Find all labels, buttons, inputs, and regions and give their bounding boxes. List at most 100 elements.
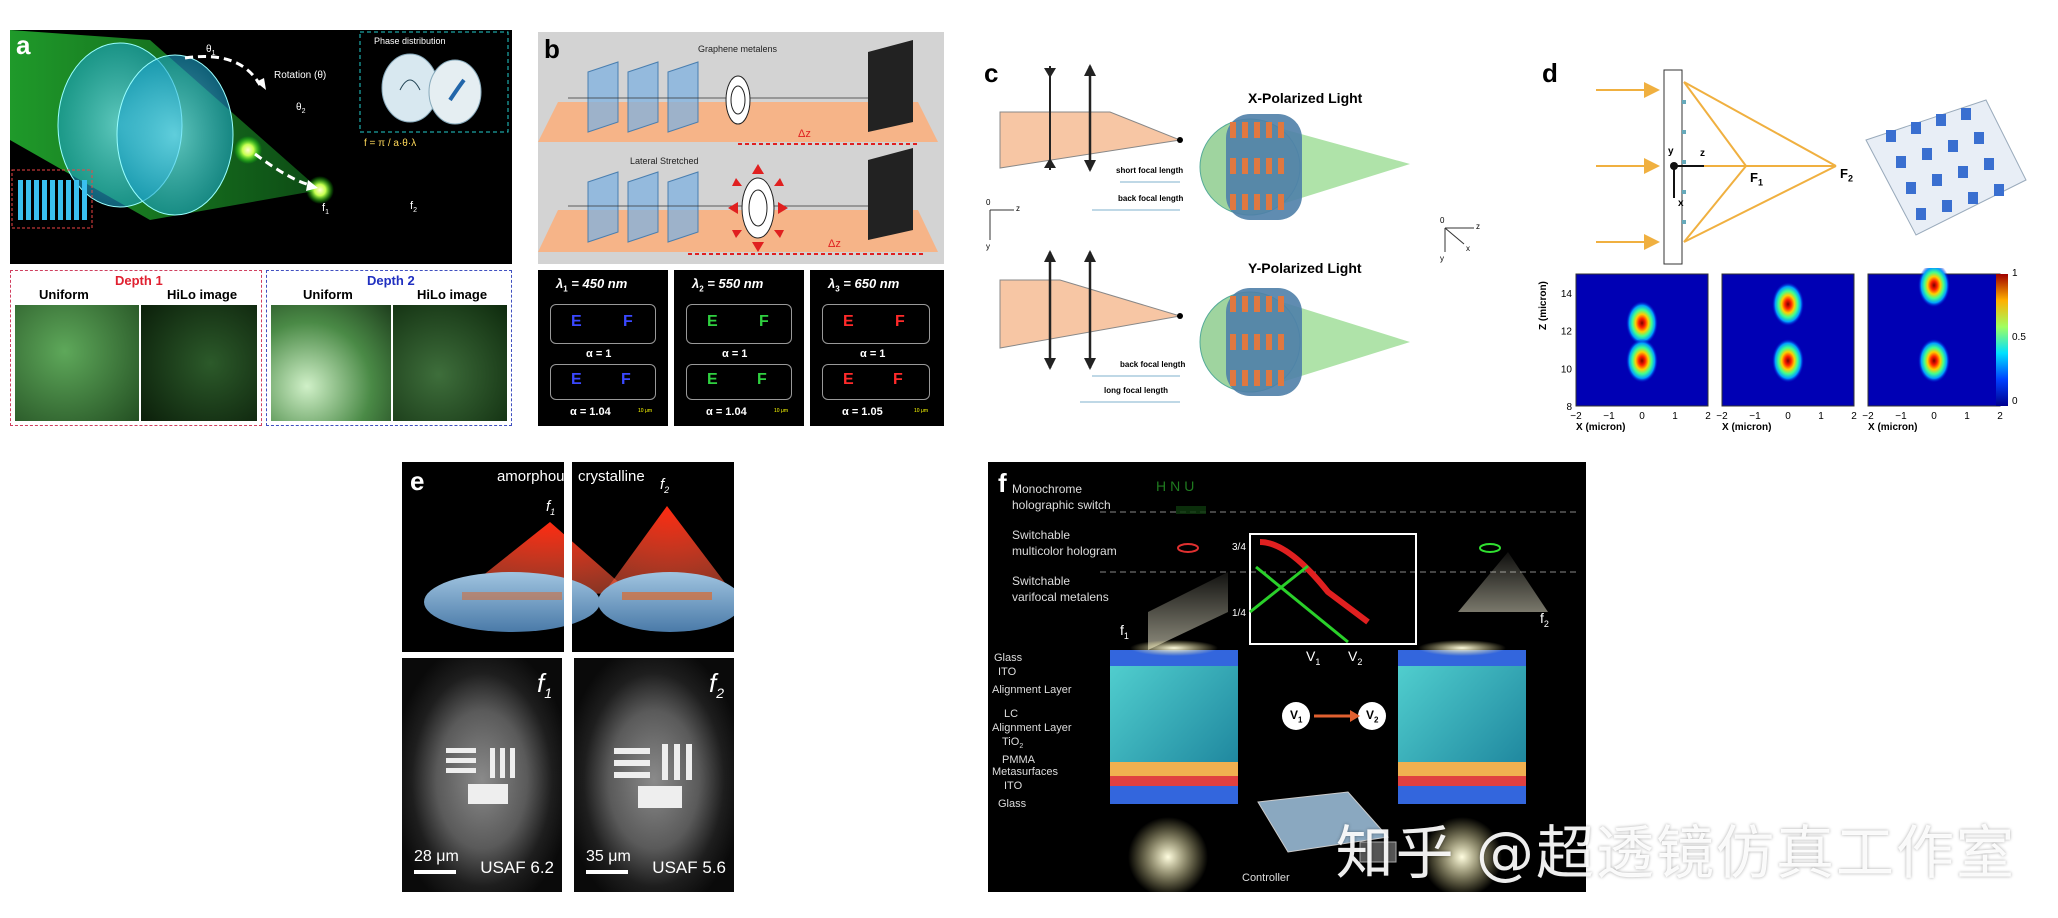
focal-spot-3-1 (1918, 268, 1950, 308)
alpha2-top: α = 1 (722, 348, 748, 360)
f-f1: f1 (1120, 622, 1129, 641)
layer-metasurfaces: Metasurfaces (992, 766, 1059, 778)
panel-c-illustration (989, 64, 1474, 403)
y-polarized-label: Y-Polarized Light (1248, 260, 1362, 276)
panel-f-label: f (998, 468, 1007, 498)
colorbar-tick-1: 1 (2012, 268, 2018, 279)
hilo2-image (393, 305, 507, 421)
d-F2: F2 (1840, 166, 1853, 184)
axis2-y: y (1440, 254, 1444, 263)
panel-a-illustration (10, 30, 509, 229)
x-tick-label: 1 (1672, 411, 1678, 422)
panel-d-label: d (1542, 58, 1558, 88)
layer-alignment-bottom: Alignment Layer (992, 722, 1072, 734)
back-fl2-label: back focal length (1120, 360, 1186, 369)
controller-label: Controller (1242, 872, 1290, 884)
layer-lc: LC (1004, 708, 1019, 720)
uniform1-label: Uniform (39, 287, 89, 302)
e-f1-bottom: f1 (536, 668, 552, 702)
x-tick-label: 2 (1851, 411, 1857, 422)
y-tick-label: 12 (1561, 327, 1573, 338)
multi-line2: multicolor hologram (1012, 544, 1117, 558)
e-scalebar-1 (414, 870, 456, 874)
y-tick-label: 8 (1566, 402, 1572, 413)
e-disk-2 (598, 572, 734, 632)
f-f2: f2 (1540, 610, 1549, 629)
x-tick-label: −2 (1862, 411, 1874, 422)
watermark: 知乎 @超透镜仿真工作室 (1335, 819, 2016, 887)
theta1-label: θ1 (206, 44, 216, 57)
frac-34: 3/4 (1232, 542, 1246, 553)
d-xlabel-3: X (micron) (1868, 422, 1918, 433)
panel-d-illustration (1596, 69, 2027, 265)
alpha1-top: α = 1 (586, 348, 612, 360)
long-fl-label: long focal length (1104, 386, 1168, 395)
depth2-label: Depth 2 (367, 273, 415, 288)
colorbar-tick-0: 0 (2012, 396, 2018, 407)
panel-f-illustration (1100, 506, 1578, 892)
e-scale-2: 35 μm (586, 848, 631, 865)
lam1-label: λ1 = 450 nm (556, 276, 628, 294)
usaf-label-2: USAF 5.6 (652, 858, 726, 877)
layer-tio2: TiO2 (1002, 736, 1024, 751)
x-tick-label: −2 (1570, 411, 1582, 422)
x-tick-label: 0 (1639, 411, 1645, 422)
d-axis-z: z (1700, 148, 1705, 159)
nanostructure-box (11, 169, 93, 229)
hnu-text: HNU (1156, 478, 1199, 494)
axis2-x: x (1466, 244, 1470, 253)
depth1-label: Depth 1 (115, 273, 163, 288)
lam2-label: λ2 = 550 nm (692, 276, 764, 294)
d-axis-x: x (1678, 198, 1684, 209)
alpha3-bot: α = 1.05 (842, 406, 883, 418)
e-disk-1 (424, 572, 600, 632)
focal-spot-1-1 (1626, 301, 1658, 346)
short-fl-label: short focal length (1116, 166, 1184, 175)
focal-spot-2-1 (1772, 282, 1804, 327)
e-top-illustration (424, 462, 734, 652)
d-axis-y: y (1668, 146, 1674, 157)
x-polarized-label: X-Polarized Light (1248, 90, 1363, 106)
d-xlabel-1: X (micron) (1576, 422, 1626, 433)
layer-ito-top: ITO (998, 666, 1017, 678)
e-cone-2 (606, 506, 732, 592)
panel-c: c X-Polarized Light Y-Polarized Light sh… (980, 30, 1520, 430)
e-scale-1: 28 μm (414, 848, 459, 865)
panel-a-depth1: Depth 1 Uniform HiLo image (10, 270, 262, 426)
y-tick-label: 10 (1561, 364, 1573, 375)
crystalline-label: crystalline (578, 468, 645, 485)
hilo2-label: HiLo image (417, 287, 488, 302)
panel-f: f Monochrome holographic switch HNU Swit… (988, 462, 1586, 892)
uniform2-label: Uniform (303, 287, 353, 302)
layer-pmma: PMMA (1002, 754, 1035, 766)
uniform2-image (271, 305, 391, 421)
focal-formula: f = π / a·θ·λ (364, 138, 417, 149)
multi-line1: Switchable (1012, 528, 1071, 542)
vari-line1: Switchable (1012, 574, 1071, 588)
x-tick-label: −1 (1895, 411, 1907, 422)
panel-e-label: e (410, 466, 425, 496)
axis-y: y (986, 242, 990, 251)
focal-spot-2-2 (1772, 338, 1804, 383)
colorbar (1996, 274, 2008, 406)
hilo1-label: HiLo image (167, 287, 238, 302)
dz2-label: Δz (828, 238, 841, 250)
x-tick-label: −1 (1603, 411, 1615, 422)
theta2-label: θ2 (296, 102, 306, 115)
panel-b-top: b Graphene metalens Lateral Stretched Δz… (538, 32, 944, 264)
axis2-z: z (1476, 222, 1480, 231)
e-scalebar-2 (586, 870, 628, 874)
vari-line2: varifocal metalens (1012, 590, 1109, 604)
lens-2 (116, 54, 234, 216)
alpha3-top: α = 1 (860, 348, 886, 360)
panel-a-depth2: Depth 2 Uniform HiLo image (266, 270, 512, 426)
usaf-label-1: USAF 6.2 (480, 858, 554, 877)
x-tick-label: 0 (1785, 411, 1791, 422)
usaf-image-1: f1 28 μm USAF 6.2 (402, 658, 562, 892)
hilo1-image (141, 305, 257, 421)
scale1: 10 μm (638, 408, 652, 414)
